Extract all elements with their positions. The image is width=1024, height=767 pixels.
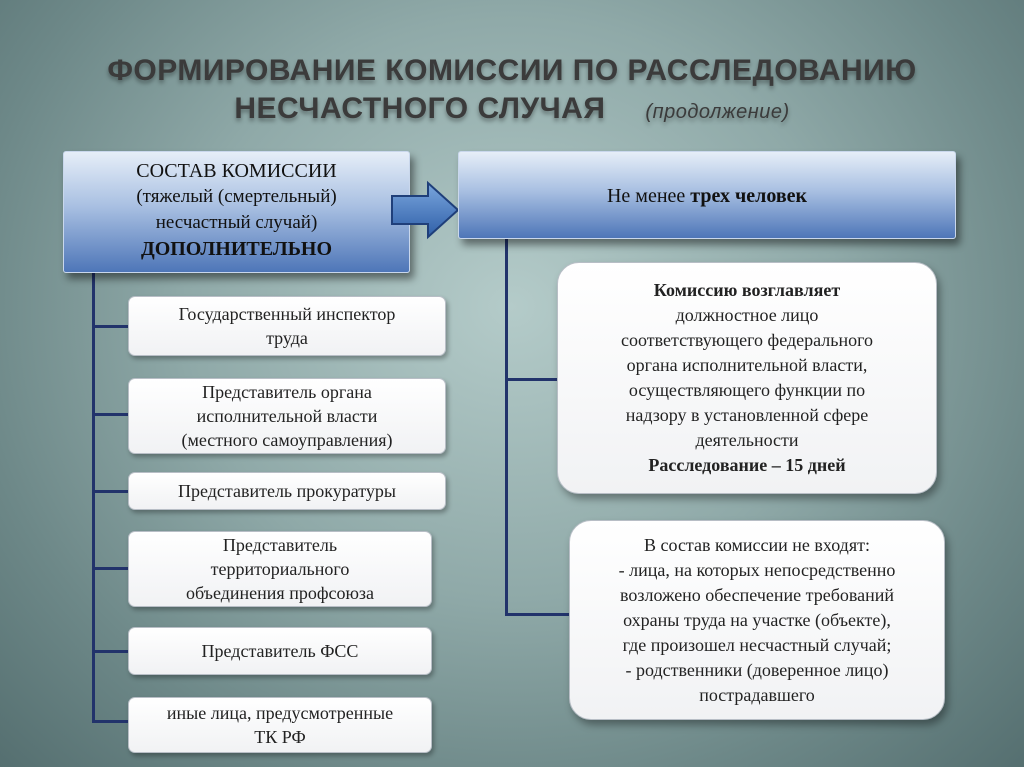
member-fss: Представитель ФСС (128, 627, 432, 675)
member-state-inspector: Государственный инспектор труда (128, 296, 446, 356)
chairman-line-5: осуществляющего функции по (628, 380, 866, 400)
member-4-line-1: Представитель (222, 535, 338, 555)
excluded-line-5: где произошел несчастный случай; (622, 634, 892, 655)
left-header-box: СОСТАВ КОМИССИИ (тяжелый (смертельный) н… (63, 151, 410, 273)
left-branch-1 (92, 325, 128, 328)
left-header-line-1: СОСТАВ КОМИССИИ (136, 160, 337, 182)
member-trade-union: Представитель территориального объединен… (128, 531, 432, 607)
member-2-line-1: Представитель органа (202, 382, 372, 402)
chairman-line-2: должностное лицо (675, 305, 819, 325)
left-branch-3 (92, 490, 128, 493)
left-header-line-2: (тяжелый (смертельный) (136, 186, 337, 207)
right-header-prefix: Не менее (606, 185, 686, 207)
member-prosecutor: Представитель прокуратуры (128, 472, 446, 510)
right-trunk-line (505, 239, 508, 616)
excluded-line-4: охраны труда на участке (объекте), (623, 609, 891, 630)
right-header-box: Не менее трех человек (458, 151, 956, 239)
chairman-box: Комиссию возглавляет должностное лицо со… (557, 262, 937, 494)
member-1-line-1: Государственный инспектор (178, 304, 396, 324)
left-branch-4 (92, 567, 128, 570)
chairman-line-6: надзору в установленной сфере (625, 405, 869, 425)
member-other: иные лица, предусмотренные ТК РФ (128, 697, 432, 753)
chairman-line-7: деятельности (695, 430, 799, 450)
member-2-line-3: (местного самоуправления) (181, 430, 393, 450)
excluded-line-2: - лица, на которых непосредственно (618, 559, 896, 580)
member-4-line-2: территориального (210, 559, 350, 579)
left-trunk-line (92, 273, 95, 723)
member-5-line-1: Представитель ФСС (201, 641, 359, 661)
excluded-members-box: В состав комиссии не входят: - лица, на … (569, 520, 945, 720)
title-line-1: ФОРМИРОВАНИЕ КОМИССИИ ПО РАССЛЕДОВАНИЮ (107, 54, 917, 87)
right-header-bold: трех человек (690, 185, 808, 207)
member-executive-authority: Представитель органа исполнительной влас… (128, 378, 446, 454)
excluded-line-1: В состав комиссии не входят: (644, 534, 870, 555)
left-header-line-3: несчастный случай) (155, 212, 318, 233)
member-4-line-3: объединения профсоюза (185, 583, 375, 603)
slide-title: ФОРМИРОВАНИЕ КОМИССИИ ПО РАССЛЕДОВАНИЮ Н… (0, 52, 1024, 131)
chairman-line-3: соответствующего федерального (620, 330, 874, 350)
title-line-2-text: НЕСЧАСТНОГО СЛУЧАЯ (234, 92, 606, 125)
chairman-line-4: органа исполнительной власти, (626, 355, 868, 375)
left-header-line-4: ДОПОЛНИТЕЛЬНО (140, 238, 333, 260)
excluded-line-7: пострадавшего (699, 684, 815, 705)
chairman-line-1: Комиссию возглавляет (653, 280, 841, 300)
member-2-line-2: исполнительной власти (196, 406, 378, 426)
excluded-line-3: возложено обеспечение требований (619, 584, 895, 605)
title-subtitle: (продолжение) (645, 101, 790, 123)
left-branch-2 (92, 413, 128, 416)
member-1-line-2: труда (266, 328, 308, 348)
chairman-line-8: Расследование – 15 дней (648, 455, 846, 475)
left-branch-5 (92, 650, 128, 653)
excluded-line-6: - родственники (доверенное лицо) (625, 659, 889, 680)
right-branch-1 (505, 378, 558, 381)
left-branch-6 (92, 720, 128, 723)
member-6-line-1: иные лица, предусмотренные (166, 703, 394, 723)
member-3-line-1: Представитель прокуратуры (177, 481, 397, 501)
title-line-2: НЕСЧАСТНОГО СЛУЧАЯ (продолжение) (0, 90, 1024, 131)
right-branch-2 (505, 613, 570, 616)
arrow-right-icon (391, 180, 460, 240)
member-6-line-2: ТК РФ (254, 727, 306, 747)
